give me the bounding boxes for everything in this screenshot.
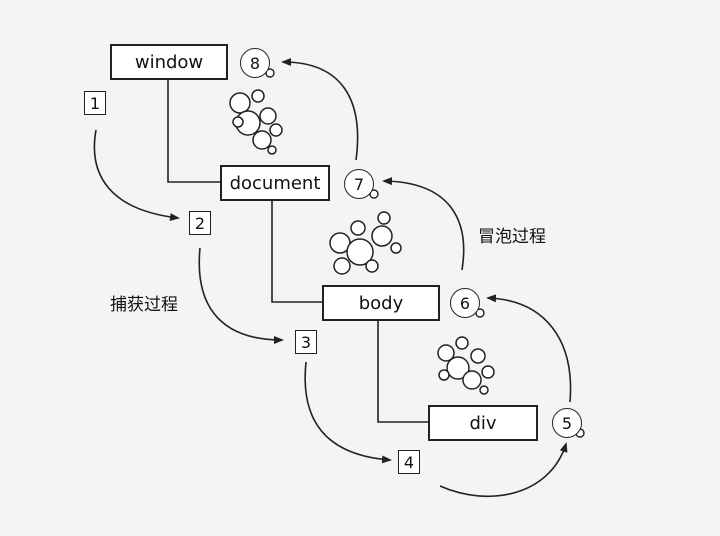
capture-phase-label: 捕获过程: [110, 295, 178, 315]
capture-arrow-3-4: [304, 361, 392, 464]
body-div-line: [377, 320, 428, 423]
node-window: window: [110, 44, 228, 80]
hierarchy-lines: [167, 80, 428, 423]
window-document-line: [167, 80, 220, 183]
bubble-step-7: 7: [344, 169, 374, 199]
bubble-step-5: 5: [552, 408, 582, 438]
capture-step-3: 3: [295, 330, 317, 354]
capture-arrow-2-3: [198, 247, 284, 344]
bubble-step-8: 8: [240, 48, 270, 78]
node-body: body: [322, 285, 440, 321]
bubble-arrow-4-5: [439, 442, 568, 498]
bubble-phase-label: 冒泡过程: [478, 227, 546, 247]
capture-step-2: 2: [189, 211, 211, 235]
bubble-cluster-top: [229, 89, 283, 155]
capture-arrow-1-2: [93, 129, 180, 222]
bubble-step-6: 6: [450, 288, 480, 318]
bubble-arrow-5-6: [486, 294, 572, 403]
capture-step-1: 1: [84, 91, 106, 115]
capture-arrows: [93, 129, 392, 464]
bubble-arrow-6-7: [382, 177, 465, 271]
circle-loops: [265, 68, 585, 438]
capture-step-4: 4: [398, 450, 420, 474]
node-document: document: [220, 165, 330, 201]
bubble-arrow-7-8: [281, 58, 359, 161]
bubble-cluster-middle: [329, 211, 402, 275]
bubble-arrows: [281, 58, 572, 498]
document-body-line: [271, 200, 322, 303]
node-div: div: [428, 405, 538, 441]
bubble-cluster-bottom: [437, 336, 495, 395]
